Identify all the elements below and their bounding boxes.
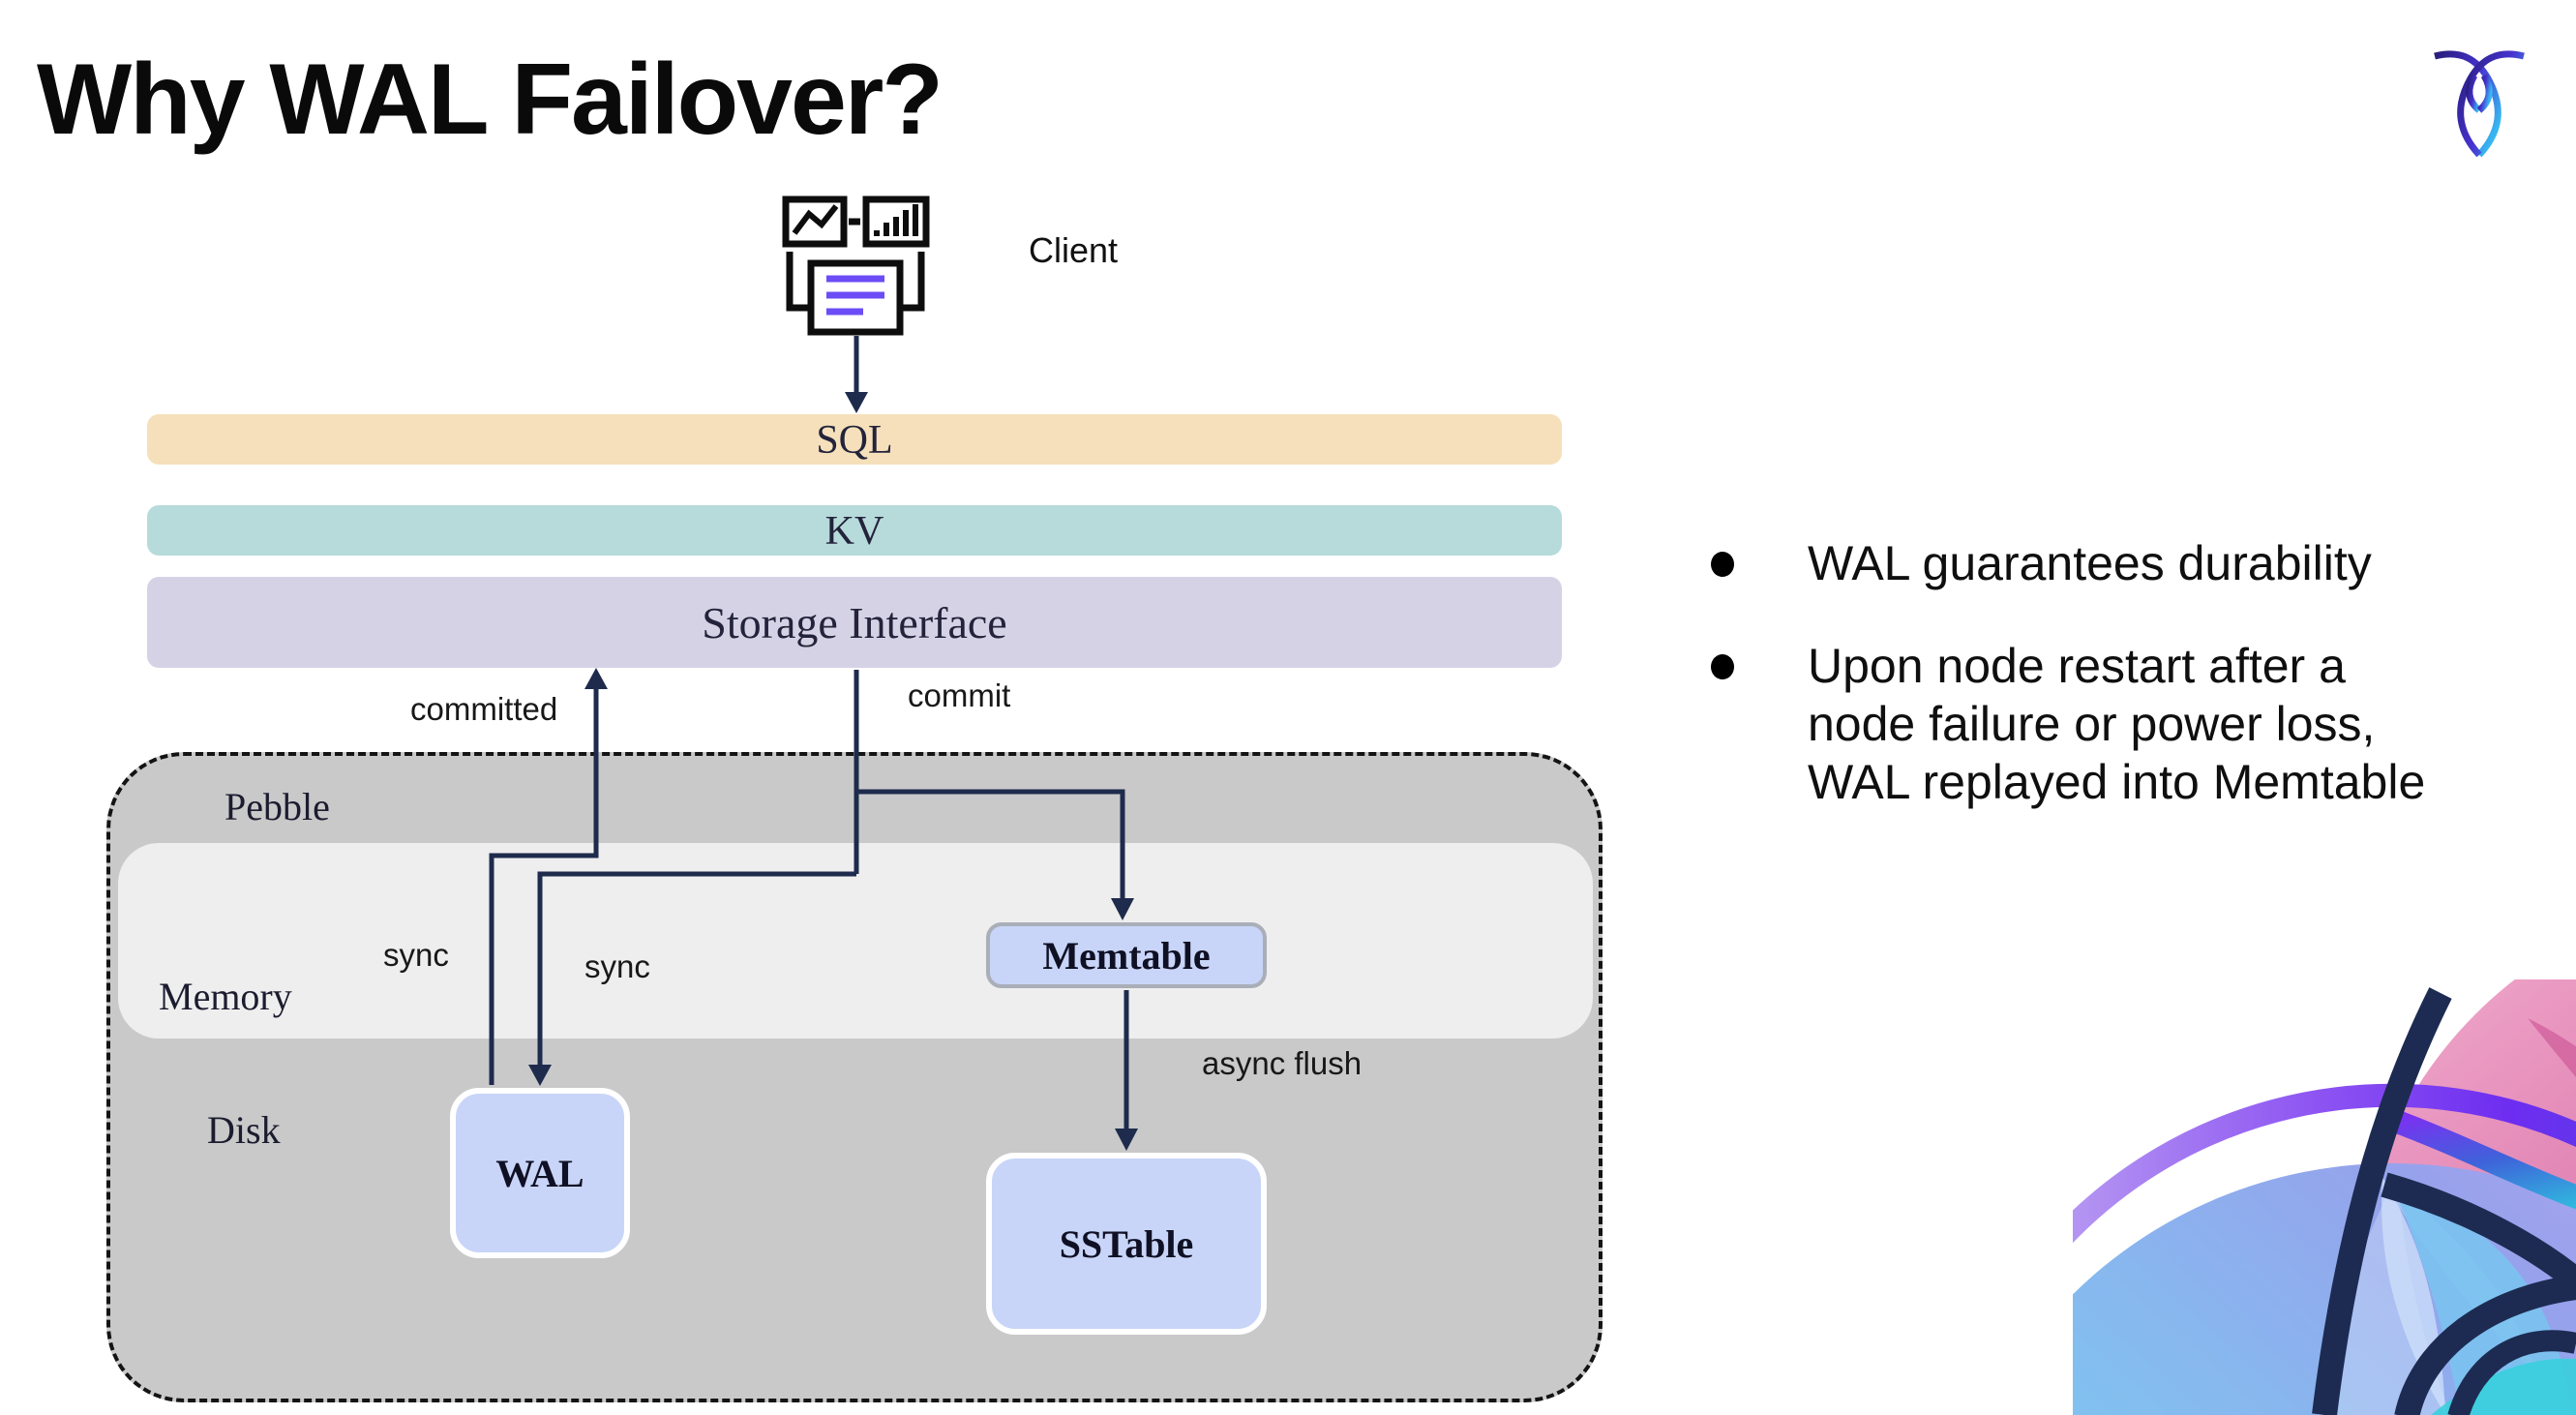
memtable-box: Memtable bbox=[986, 922, 1267, 988]
sstable-box: SSTable bbox=[986, 1153, 1267, 1335]
layer-storage-interface: Storage Interface bbox=[147, 577, 1562, 668]
arrowhead bbox=[584, 668, 608, 689]
bullet-item: WAL guarantees durability bbox=[1711, 534, 2562, 592]
cockroachdb-logo-icon bbox=[2434, 50, 2525, 158]
disk-label: Disk bbox=[207, 1108, 281, 1152]
cockroach-brand-art bbox=[2073, 979, 2576, 1415]
client-label: Client bbox=[1029, 230, 1119, 270]
arrowhead bbox=[845, 392, 868, 413]
edge-label-commit: commit bbox=[908, 677, 1011, 713]
bullet-text: Upon node restart after a node failure o… bbox=[1808, 639, 2426, 809]
memory-region bbox=[118, 843, 1593, 1039]
layer-kv: KV bbox=[147, 505, 1562, 556]
bullet-dot bbox=[1711, 552, 1734, 577]
sstable-label: SSTable bbox=[1059, 1221, 1194, 1266]
edge-label-committed: committed bbox=[410, 691, 558, 727]
wal-label: WAL bbox=[495, 1151, 584, 1195]
pebble-label: Pebble bbox=[225, 785, 330, 828]
layer-sql: SQL bbox=[147, 414, 1562, 465]
wal-box: WAL bbox=[450, 1088, 630, 1258]
bullet-item: Upon node restart after a node failure o… bbox=[1711, 637, 2562, 811]
edge-label-sync-left: sync bbox=[383, 937, 449, 973]
bullet-text: WAL guarantees durability bbox=[1808, 536, 2372, 590]
page-title: Why WAL Failover? bbox=[37, 44, 944, 156]
memory-label: Memory bbox=[159, 975, 292, 1018]
edge-label-async-flush: async flush bbox=[1202, 1045, 1363, 1081]
edge-label-sync-right: sync bbox=[584, 948, 650, 984]
bullet-dot bbox=[1711, 654, 1734, 679]
bullet-list: WAL guarantees durability Upon node rest… bbox=[1711, 534, 2562, 856]
client-terminals-icon bbox=[782, 196, 930, 336]
memtable-label: Memtable bbox=[1042, 933, 1211, 978]
